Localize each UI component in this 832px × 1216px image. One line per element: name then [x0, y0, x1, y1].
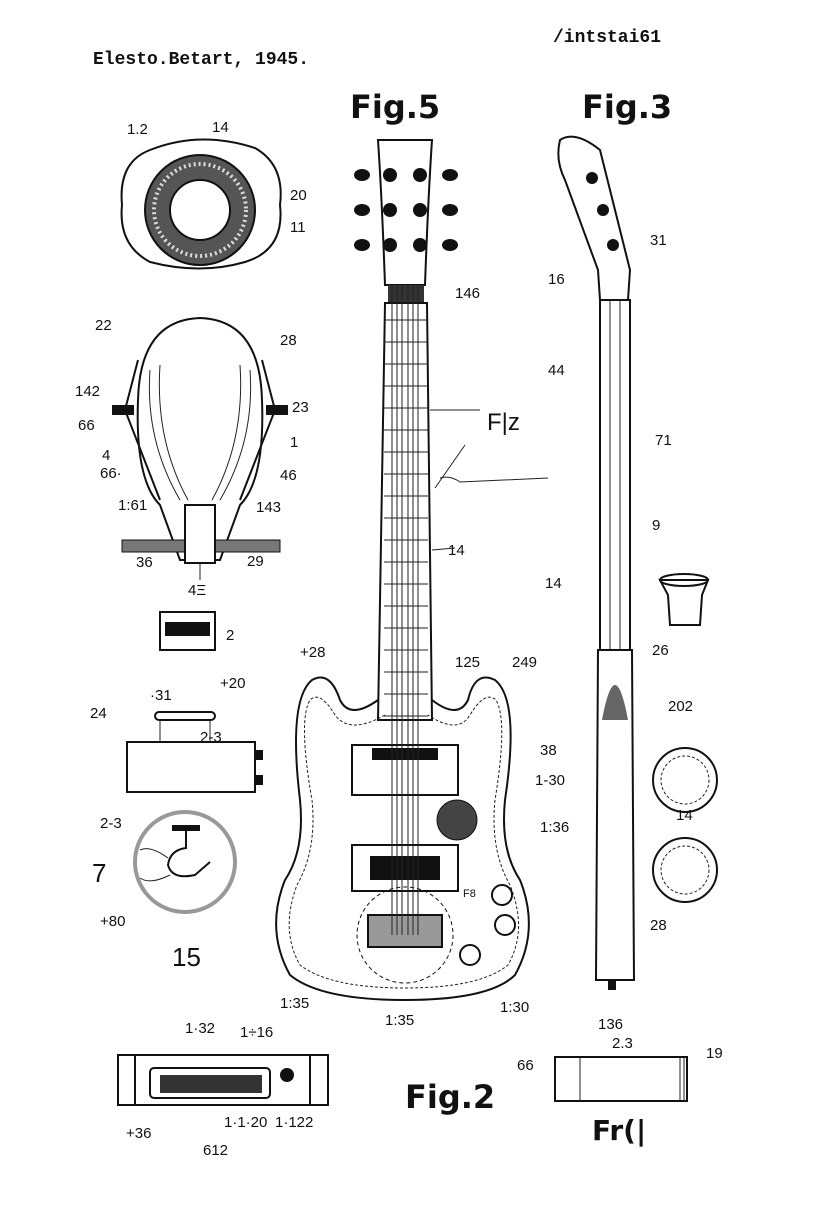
callout-label: 66 [517, 1057, 534, 1074]
callout-label: 1:35 [280, 995, 309, 1012]
callout-label: 202 [668, 698, 693, 715]
callout-label: 46 [280, 467, 297, 484]
callout-label: 36 [136, 554, 153, 571]
callout-label: 23 [292, 399, 309, 416]
callout-label: 1-30 [535, 772, 565, 789]
callout-label: F8 [463, 888, 476, 900]
callout-label: 2.3 [612, 1035, 633, 1052]
ring-figure [120, 138, 282, 270]
callout-label: 19 [706, 1045, 723, 1062]
callout-label: 125 [455, 654, 480, 671]
callout-label: 71 [655, 432, 672, 449]
callout-label: 1:36 [540, 819, 569, 836]
callout-label: ·31 [150, 687, 172, 704]
callout-label: 249 [512, 654, 537, 671]
callout-label: 16 [548, 271, 565, 288]
callout-label: 14 [676, 807, 693, 824]
callout-label: 2 [226, 627, 234, 644]
fig5-title: Fig.5 [350, 88, 440, 126]
guitar-labels: 146 F|z 14 +28 125 249 38 1-30 1:36 1:35… [280, 285, 569, 1029]
block-figure [554, 1056, 688, 1102]
bridge-figure [117, 1054, 329, 1106]
callout-label: 1·122 [275, 1114, 313, 1131]
callout-label: 1.2 [127, 121, 148, 138]
callout-label: 15 [172, 942, 201, 972]
callout-label: 24 [90, 705, 107, 722]
callout-label: 612 [203, 1142, 228, 1159]
callout-label: 9 [652, 517, 660, 534]
fig1-title: Fr(| [592, 1114, 646, 1147]
callout-label: 4 [102, 447, 110, 464]
callout-label: 22 [95, 317, 112, 334]
callout-label: 1÷16 [240, 1024, 273, 1041]
detail-circle-figure [133, 810, 237, 914]
block-labels: 136 2.3 19 66 [517, 1016, 723, 1074]
callout-label: 14 [545, 575, 562, 592]
callout-label: 28 [650, 917, 667, 934]
callout-label: 11 [290, 219, 306, 236]
callout-label: 29 [247, 553, 264, 570]
ring-labels: 1.2 14 20 11 [127, 119, 307, 236]
callout-label: +36 [126, 1125, 151, 1142]
side-view-labels: 31 16 44 71 9 14 26 202 14 28 [545, 232, 693, 934]
callout-label: 14 [212, 119, 229, 136]
bridge-labels: 1·32 1÷16 +36 612 1·1·20 1·122 [126, 1020, 313, 1159]
helmet-labels: 22 28 142 23 66 4 66· 1 46 143 1:61 36 2… [75, 317, 309, 644]
guitar-figure [275, 139, 549, 1002]
callout-label: 146 [455, 285, 480, 302]
callout-label: +80 [100, 913, 125, 930]
callout-label: 66· [100, 465, 122, 482]
callout-label: 2-3 [200, 729, 222, 746]
author-line: Elesto.Betart, 1945. [93, 50, 309, 70]
callout-label: +28 [300, 644, 325, 661]
box-figure [126, 711, 263, 793]
callout-label: 1:30 [500, 999, 529, 1016]
box-labels: ·31 +20 24 2-3 [90, 675, 245, 746]
callout-label: 20 [290, 187, 307, 204]
callout-label: 142 [75, 383, 100, 400]
callout-label: 14 [448, 542, 465, 559]
detail-labels: 2-3 7 +80 15 [92, 815, 201, 972]
callout-label: F|z [487, 409, 520, 436]
callout-label: 1:61 [118, 497, 147, 514]
callout-label: 31 [650, 232, 667, 249]
callout-label: 4Ξ [188, 582, 206, 599]
helmet-figure [112, 316, 288, 651]
fig3-title: Fig.3 [582, 88, 672, 126]
fig2-title: Fig.2 [405, 1078, 495, 1116]
callout-label: 1·32 [185, 1020, 215, 1037]
side-view-figure [557, 135, 718, 990]
callout-label: +20 [220, 675, 245, 692]
callout-label: 136 [598, 1016, 623, 1033]
callout-label: 1 [290, 434, 298, 451]
callout-label: 26 [652, 642, 669, 659]
callout-label: 66 [78, 417, 95, 434]
callout-label: 1:35 [385, 1012, 414, 1029]
callout-label: 7 [92, 858, 106, 888]
callout-label: 1·1·20 [224, 1114, 267, 1131]
callout-label: 143 [256, 499, 281, 516]
callout-label: 44 [548, 362, 565, 379]
callout-label: 2-3 [100, 815, 122, 832]
callout-label: 38 [540, 742, 557, 759]
reference-number: /intstai61 [553, 28, 661, 48]
callout-label: 28 [280, 332, 297, 349]
